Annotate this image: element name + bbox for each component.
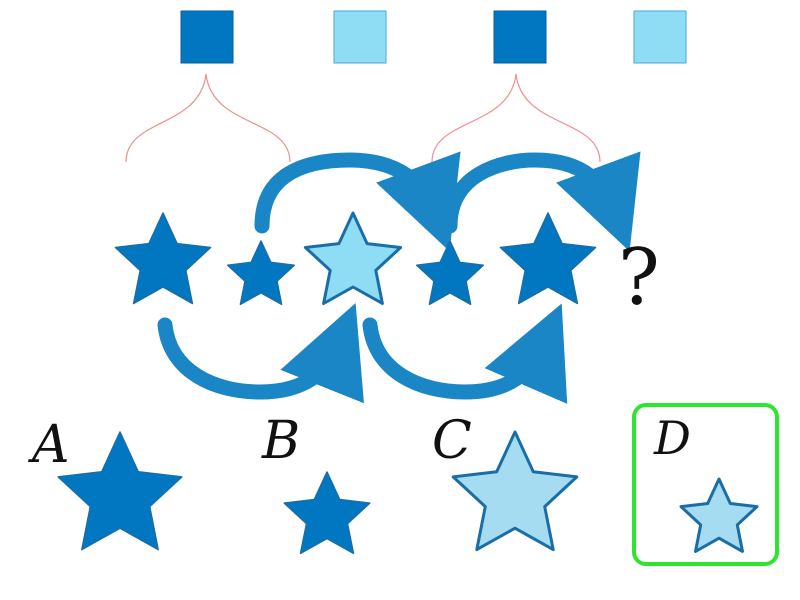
top-squares xyxy=(180,10,687,64)
star-sequence xyxy=(114,211,597,306)
option-b[interactable]: B xyxy=(261,411,371,555)
arrow-top-2 xyxy=(442,151,641,252)
square-light-2 xyxy=(633,10,687,64)
square-dark-2 xyxy=(493,10,547,64)
sequence-star xyxy=(415,240,485,306)
option-label: C xyxy=(432,411,472,471)
question-mark: ? xyxy=(618,233,660,323)
option-star xyxy=(283,471,371,555)
option-star xyxy=(451,430,579,552)
brace-left xyxy=(125,73,291,163)
option-star xyxy=(57,431,183,551)
square-light-1 xyxy=(333,10,387,64)
arrow-bottom-2 xyxy=(362,303,568,404)
arrow-top-1 xyxy=(254,151,461,252)
sequence-star xyxy=(499,212,597,305)
square-dark-1 xyxy=(180,10,234,64)
option-a[interactable]: A xyxy=(28,415,183,551)
pattern-arrows xyxy=(157,151,641,404)
option-c[interactable]: C xyxy=(432,411,579,552)
selected-answer-box xyxy=(632,403,779,566)
option-star xyxy=(679,477,759,553)
brace-right xyxy=(431,73,601,163)
sequence-star xyxy=(226,240,296,306)
option-label: A xyxy=(28,415,70,475)
answer-options: A B C D xyxy=(28,403,779,566)
option-d[interactable]: D xyxy=(632,403,779,566)
option-label: D xyxy=(653,411,691,465)
sequence-star xyxy=(303,211,403,305)
grouping-braces xyxy=(125,73,601,163)
sequence-star xyxy=(114,212,212,305)
arrow-bottom-1 xyxy=(157,303,364,404)
option-label: B xyxy=(261,411,300,471)
